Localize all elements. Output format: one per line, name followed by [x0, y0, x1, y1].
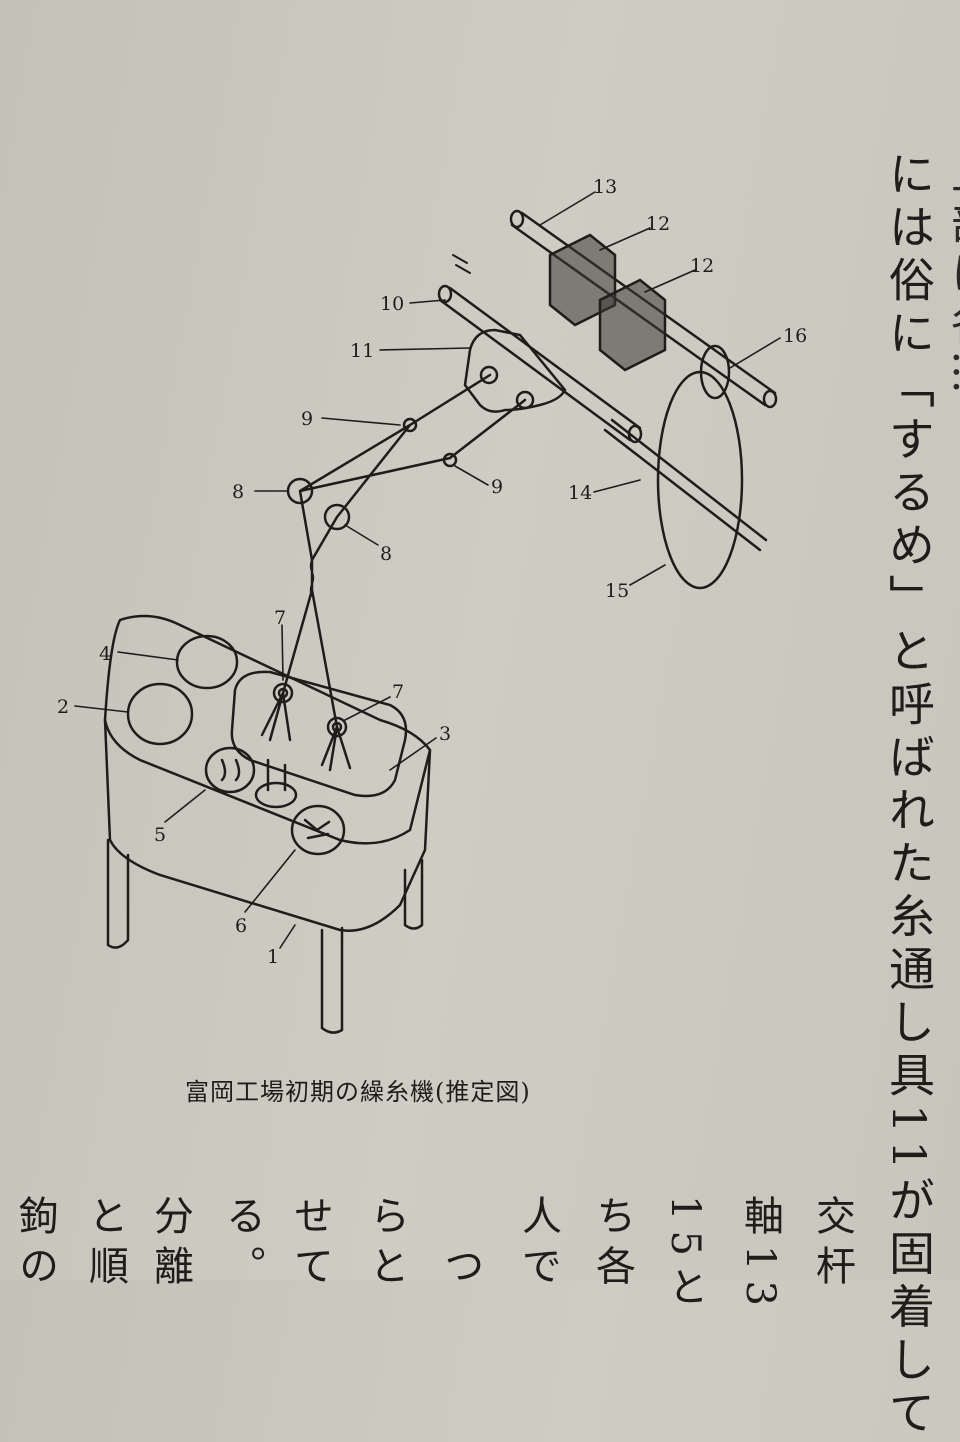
cut-off-text-column: 上部に各… — [943, 150, 960, 400]
label-2: 2 — [57, 696, 69, 718]
label-13: 13 — [593, 176, 617, 198]
label-11: 11 — [350, 340, 374, 362]
bottom-column: と順 — [82, 1195, 128, 1295]
label-12b: 12 — [690, 255, 714, 277]
part-labels: 13 12 12 10 16 11 9 9 8 14 8 15 7 4 2 7 … — [57, 176, 807, 968]
bottom-column: る。 — [219, 1195, 265, 1295]
label-15: 15 — [605, 580, 629, 602]
bottom-column: ち各 — [589, 1195, 635, 1295]
label-16: 16 — [783, 325, 807, 347]
label-5: 5 — [154, 824, 166, 846]
reeling-machine-diagram: 13 12 12 10 16 11 9 9 8 14 8 15 7 4 2 7 … — [57, 176, 807, 1034]
bottom-column: 15と — [662, 1195, 708, 1316]
label-1: 1 — [267, 946, 279, 968]
traverse-bar — [437, 254, 643, 444]
bottom-column: 分離 — [147, 1195, 193, 1295]
label-7a: 7 — [274, 607, 286, 629]
bottom-column: つ — [437, 1245, 483, 1295]
bottom-column: 鉤の — [12, 1195, 58, 1295]
label-12a: 12 — [646, 213, 670, 235]
bottom-column: 軸13 — [737, 1195, 783, 1316]
thread-path — [260, 373, 527, 772]
drive-wheel — [603, 370, 768, 590]
label-4: 4 — [99, 643, 111, 665]
label-7b: 7 — [392, 681, 404, 703]
label-3: 3 — [439, 723, 451, 745]
bottom-column: せて — [287, 1195, 333, 1295]
reel-assembly — [509, 209, 778, 409]
label-9b: 9 — [491, 476, 503, 498]
figure-caption: 富岡工場初期の繰糸機(推定図) — [185, 1078, 531, 1106]
label-6: 6 — [235, 915, 247, 937]
label-10: 10 — [380, 293, 404, 315]
label-8a: 8 — [232, 481, 244, 503]
bottom-column: 人で — [515, 1195, 561, 1295]
label-14: 14 — [568, 482, 592, 504]
bottom-column: 交杆 — [809, 1195, 855, 1295]
label-9a: 9 — [301, 408, 313, 430]
label-8b: 8 — [380, 543, 392, 565]
body-text-column: には俗に「するめ」と呼ばれた糸通し具11が固着して — [882, 150, 936, 1442]
bottom-column: らと — [363, 1195, 409, 1295]
leader-lines — [74, 191, 781, 949]
basin-table — [103, 614, 432, 1034]
